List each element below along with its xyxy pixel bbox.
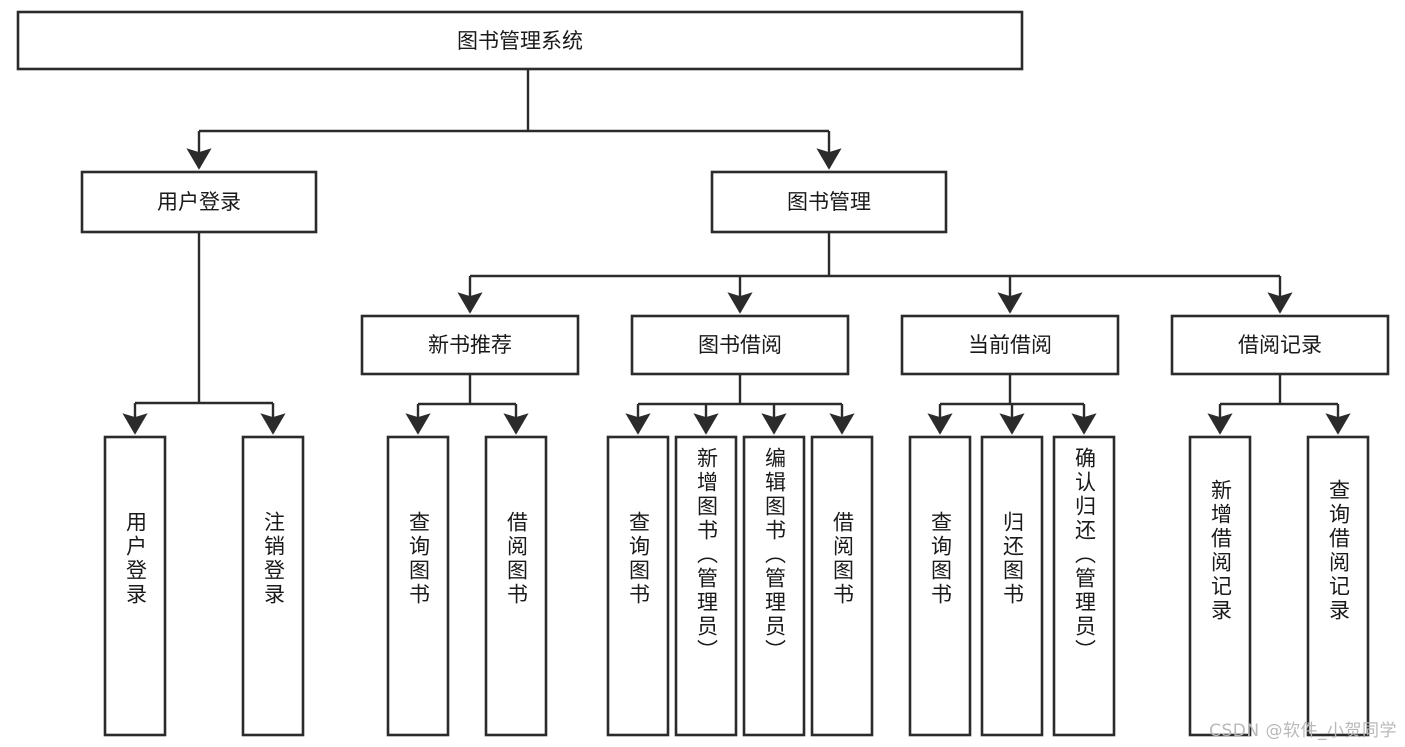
- node-root[interactable]: [16, 10, 1024, 71]
- connector-root-bus: [199, 69, 829, 133]
- connector-current-borrow-bus: [940, 374, 1084, 406]
- node-current-borrow[interactable]: [900, 314, 1120, 376]
- connector-borrow-record-bus: [1220, 374, 1338, 406]
- connector-new-book-recommend-bus: [418, 374, 516, 406]
- node-leaf-add-record[interactable]: [1188, 435, 1252, 737]
- node-leaf-query-book-2[interactable]: [606, 435, 670, 737]
- node-leaf-borrow-book-2[interactable]: [810, 435, 874, 737]
- connector-user-login-bus: [135, 232, 273, 405]
- connector-book-borrow-bus: [638, 374, 842, 406]
- node-leaf-query-book-3[interactable]: [908, 435, 972, 737]
- node-leaf-return-book[interactable]: [980, 435, 1044, 737]
- label-book-management: 图书管理: [787, 190, 871, 214]
- label-current-borrow: 当前借阅: [968, 333, 1052, 357]
- label-book-borrow: 图书借阅: [698, 333, 782, 357]
- label-root: 图书管理系统: [457, 29, 583, 53]
- node-leaf-query-record[interactable]: [1306, 435, 1370, 737]
- node-leaf-confirm-return[interactable]: [1052, 435, 1116, 737]
- label-new-book-recommend: 新书推荐: [428, 333, 512, 357]
- label-user-login: 用户登录: [157, 190, 241, 214]
- node-user-login[interactable]: [80, 170, 318, 234]
- connector-book-management-bus: [470, 232, 1280, 278]
- node-leaf-borrow-book-1[interactable]: [484, 435, 548, 737]
- watermark-text: CSDN @软件_小贺同学: [1209, 721, 1397, 741]
- label-borrow-record: 借阅记录: [1238, 333, 1322, 357]
- node-new-book-recommend[interactable]: [360, 314, 580, 376]
- node-leaf-logout[interactable]: [241, 435, 305, 737]
- node-leaf-edit-book[interactable]: [742, 435, 806, 737]
- node-leaf-add-book[interactable]: [674, 435, 738, 737]
- node-leaf-user-login[interactable]: [103, 435, 167, 737]
- node-leaf-query-book-1[interactable]: [386, 435, 450, 737]
